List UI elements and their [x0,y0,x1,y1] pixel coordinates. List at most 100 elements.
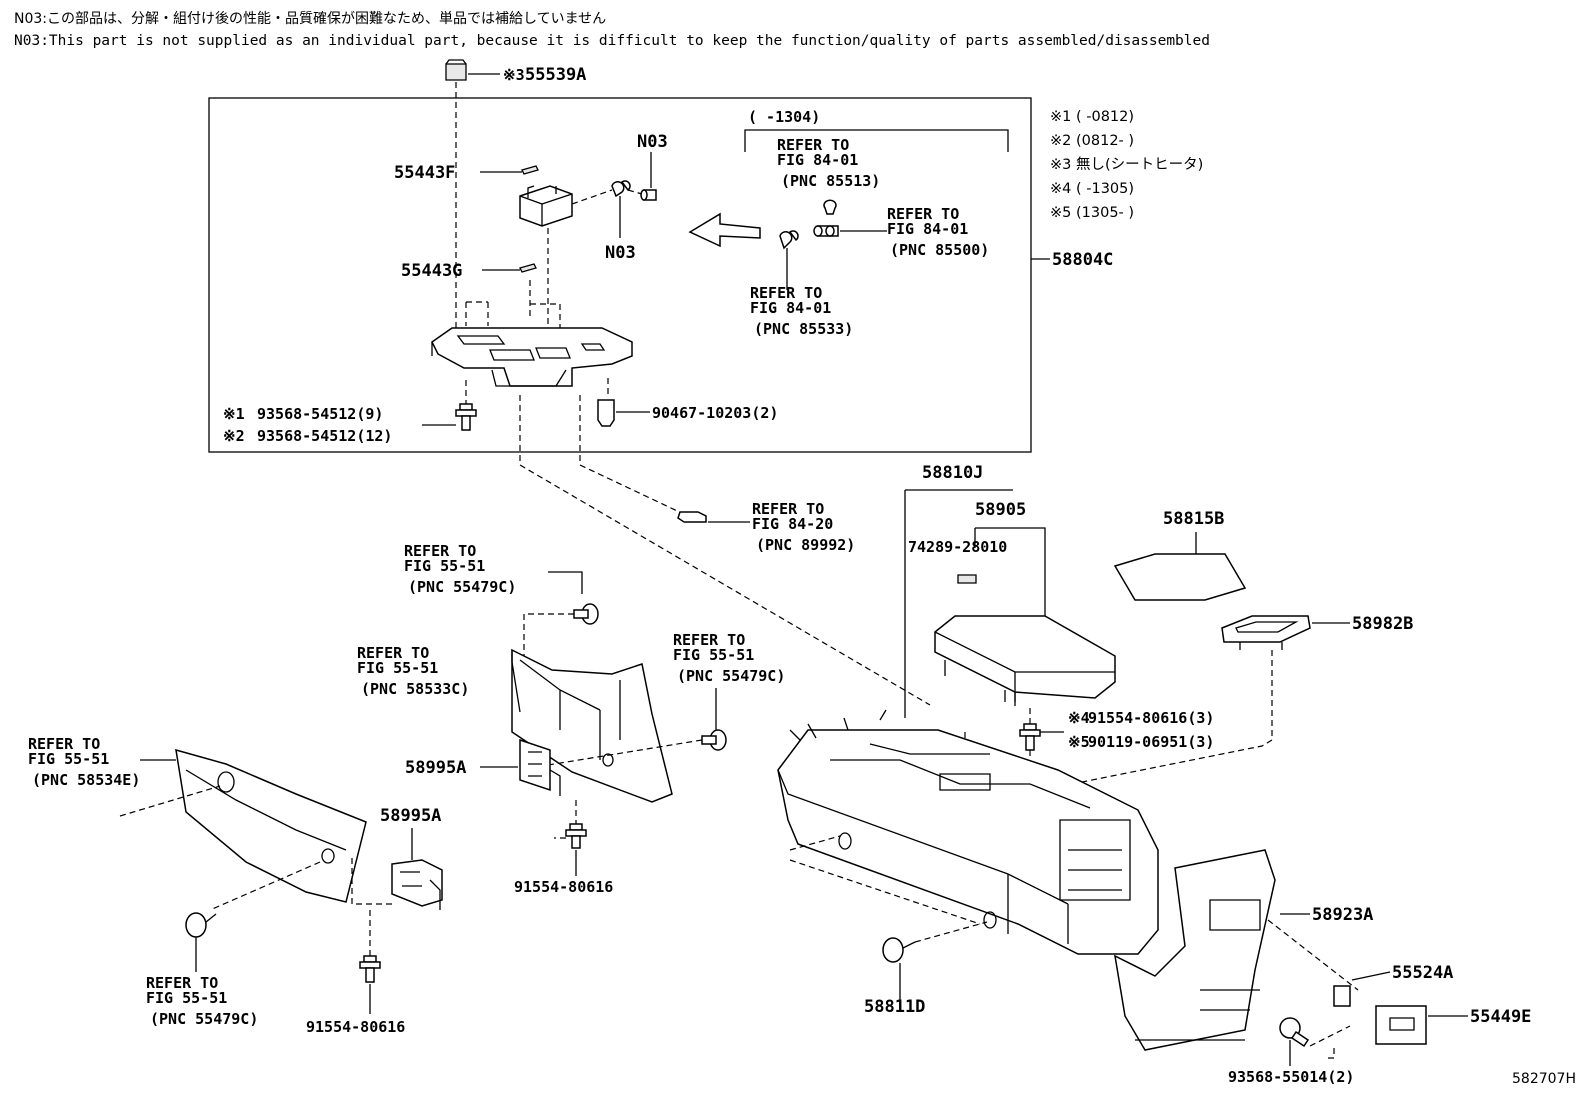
screw-93568-55014-shape [1279,1017,1310,1048]
part-55539a-mark: ※3 [503,66,525,84]
part-58995a-label-b[interactable]: 58995A [380,806,441,826]
part-58923a-shape[interactable] [1114,849,1276,1051]
refer-55479c-c-fig[interactable]: FIG 55-51 [146,989,227,1007]
legend: ※1 ( -0812) ※2 (0812- ) ※3 無し(シートヒータ) ※4… [1050,109,1203,221]
part-58923a-label[interactable]: 58923A [1312,905,1373,925]
part-55524a-label[interactable]: 55524A [1392,963,1453,983]
part-58815b-shape[interactable] [1113,553,1247,601]
shift-bezel-shape [431,327,633,387]
side-cover-58534e-shape [175,748,367,903]
mark-1: ※1 [223,405,245,423]
mark-2: ※2 [223,427,245,445]
refer-55479c-b-fig[interactable]: FIG 55-51 [673,646,754,664]
armrest-lid-shape [934,615,1116,706]
part-58995a-label-a[interactable]: 58995A [405,758,466,778]
refer-58533c-fig[interactable]: FIG 55-51 [357,659,438,677]
screw-93568-shape [455,403,477,431]
refer-55479c-b-refer: REFER TO [673,631,745,649]
legend-item-4: ※4 ( -1305) [1050,181,1134,197]
refer-85513-fig[interactable]: FIG 84-01 [777,151,858,169]
refer-85513-refer: REFER TO [777,136,849,154]
connector-89992-shape [677,511,707,523]
refer-58533c-refer: REFER TO [357,644,429,662]
part-55443g-label[interactable]: 55443G [401,261,462,281]
part-74289-label[interactable]: 74289-28010 [908,538,1007,556]
refer-85500-refer: REFER TO [887,205,959,223]
part-55443f-label[interactable]: 55443F [394,163,455,183]
part-90467-label[interactable]: 90467-10203(2) [652,404,778,422]
part-58811d-shape[interactable] [882,937,916,963]
screw-91554-b-shape [359,955,381,983]
refer-55479c-a-pnc[interactable]: (PNC 55479C) [408,578,516,596]
part-93568-55014-label[interactable]: 93568-55014(2) [1228,1068,1354,1086]
refer-55479c-a-fig[interactable]: FIG 55-51 [404,557,485,575]
clip-55479c-c-shape [185,912,217,938]
connector-85533-shape [779,230,799,250]
refer-85533-pnc[interactable]: (PNC 85533) [754,320,853,338]
bracket-58995a-b-shape [391,859,443,910]
refer-85500-pnc[interactable]: (PNC 85500) [890,241,989,259]
clip-90467-shape [597,399,615,427]
refer-89992-fig[interactable]: FIG 84-20 [752,515,833,533]
screw-91554-a-shape [565,823,587,849]
legend-item-3: ※3 無し(シートヒータ) [1050,156,1203,173]
side-bracket-58533c-shape [511,648,673,803]
direction-arrow [688,212,761,248]
console-box-shape [777,709,1159,955]
n03-label-bottom[interactable]: N03 [605,243,636,263]
refer-85513-pnc[interactable]: (PNC 85513) [781,172,880,190]
part-55524a-shape[interactable] [1333,985,1351,1007]
part-58982b-shape[interactable] [1221,615,1311,650]
refer-58533c-pnc[interactable]: (PNC 58533C) [361,680,469,698]
part-58905-label[interactable]: 58905 [975,500,1026,520]
refer-85533-refer: REFER TO [750,284,822,302]
refer-58534e-fig[interactable]: FIG 55-51 [28,750,109,768]
mark-5: ※5 [1068,733,1090,751]
clip-55479c-b-shape [701,729,727,751]
part-58811d-label[interactable]: 58811D [864,997,925,1017]
refer-58534e-pnc[interactable]: (PNC 58534E) [32,771,140,789]
refer-55479c-c-refer: REFER TO [146,974,218,992]
connector-n03-shape [611,180,657,201]
switch-bracket-shape [519,185,573,227]
refer-55479c-b-pnc[interactable]: (PNC 55479C) [677,667,785,685]
part-91554-3-label[interactable]: 91554-80616(3) [1088,709,1214,727]
part-55539a-label[interactable]: 55539A [525,65,586,85]
part-93568-12-label[interactable]: 93568-54512(12) [257,427,392,445]
mark-4: ※4 [1068,709,1090,727]
refer-55479c-a-refer: REFER TO [404,542,476,560]
refer-85533-fig[interactable]: FIG 84-01 [750,299,831,317]
part-55443g-shape[interactable] [519,263,537,273]
bracket-58995a-a-shape [519,738,561,796]
part-90119-label[interactable]: 90119-06951(3) [1088,733,1214,751]
connector-85500-shape [813,225,839,237]
part-55539a-shape[interactable] [445,59,467,81]
part-58810j-label[interactable]: 58810J [922,463,983,483]
part-55443f-shape[interactable] [521,165,539,175]
part-74289-shape[interactable] [957,574,977,584]
box-range-label: ( -1304) [748,108,820,126]
part-58982b-label[interactable]: 58982B [1352,614,1413,634]
n03-label-top[interactable]: N03 [637,132,668,152]
clip-55479c-a-shape [573,603,599,625]
note-ja: N03:この部品は、分解・組付け後の性能・品質確保が困難なため、単品では補給して… [14,11,607,27]
refer-55479c-c-pnc[interactable]: (PNC 55479C) [150,1010,258,1028]
legend-item-1: ※1 ( -0812) [1050,109,1134,125]
inset-box [208,97,1032,453]
part-91554-b-label[interactable]: 91554-80616 [306,1018,405,1036]
figure-id: 582707H [1512,1071,1576,1087]
refer-89992-refer: REFER TO [752,500,824,518]
part-58815b-label[interactable]: 58815B [1163,509,1224,529]
part-55449e-label[interactable]: 55449E [1470,1007,1531,1027]
legend-item-2: ※2 (0812- ) [1050,133,1134,149]
part-55449e-shape[interactable] [1375,1005,1427,1045]
refer-85500-fig[interactable]: FIG 84-01 [887,220,968,238]
part-58804c-label[interactable]: 58804C [1052,250,1113,270]
screw-91554-3-shape [1019,723,1041,751]
part-93568-9-label[interactable]: 93568-54512(9) [257,405,383,423]
part-91554-a-label[interactable]: 91554-80616 [514,878,613,896]
refer-89992-pnc[interactable]: (PNC 89992) [756,536,855,554]
note-en: N03:This part is not supplied as an indi… [14,33,1210,49]
connector-85513-shape [823,199,837,215]
